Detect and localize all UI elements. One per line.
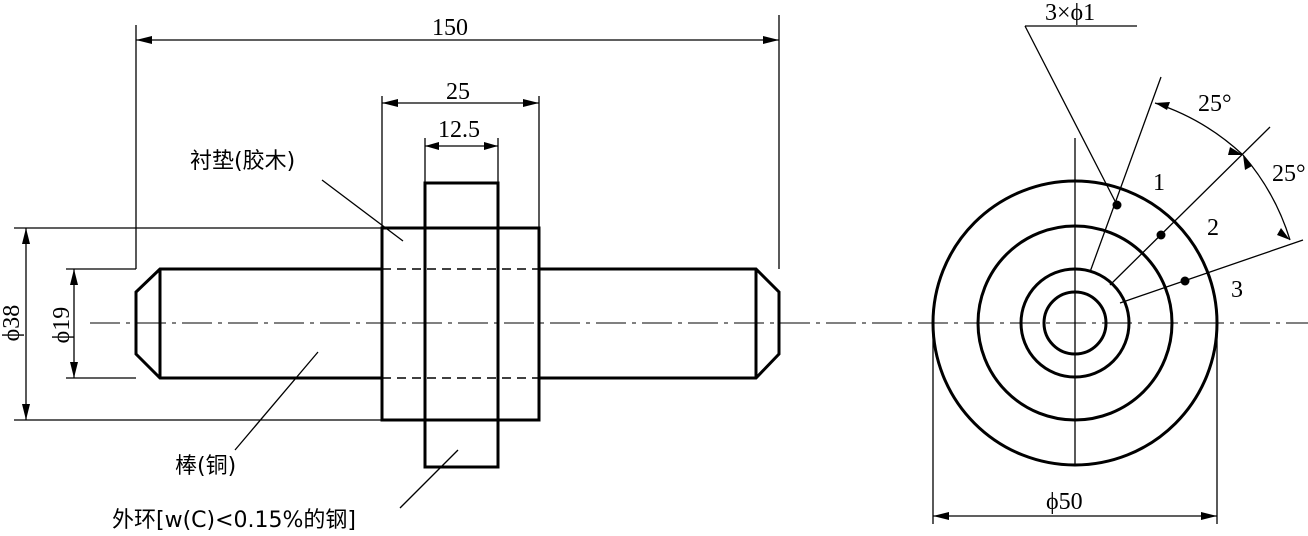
radial-line-3 (1119, 239, 1304, 304)
leader-holes (1024, 25, 1118, 206)
dim-pad-dia-label: ϕ38 (0, 304, 25, 342)
pad-label: 衬垫(胶木) (190, 149, 296, 174)
leader-rod (234, 351, 319, 451)
angle-1-label: 25° (1198, 91, 1232, 117)
dim-arrows-25 (382, 99, 539, 107)
radial-line-2 (1109, 126, 1271, 286)
dim-holes-label: 3×ϕ1 (1045, 0, 1096, 26)
pad-circle (976, 224, 1174, 422)
point-1-label: 1 (1153, 170, 1165, 196)
inner-hole-circle (1042, 290, 1108, 356)
point-2-label: 2 (1207, 215, 1219, 241)
radial-line-1 (1089, 76, 1162, 273)
angle-arrows-2 (1243, 155, 1290, 240)
rod-circle (1019, 267, 1131, 379)
dim-length-label: 150 (432, 15, 468, 41)
leader-pad (321, 179, 404, 242)
dim-ring-width-label: 12.5 (438, 117, 480, 143)
outer-ring-outline (423, 181, 500, 469)
leader-outer-ring (399, 449, 459, 509)
angle-arrows-1 (1155, 102, 1243, 155)
point-2-dot (1156, 230, 1166, 240)
pad-outline (380, 226, 541, 422)
angle-2-label: 25° (1272, 161, 1306, 187)
rod-label: 棒(铜) (175, 454, 237, 479)
dim-outer-dia-label: ϕ50 (1046, 489, 1083, 515)
dim-rod-dia-label: ϕ19 (49, 306, 75, 344)
angle-arc-2 (1242, 154, 1291, 241)
point-3-label: 3 (1231, 277, 1243, 303)
dim-pad-width-label: 25 (446, 79, 470, 105)
point-3-dot (1180, 276, 1190, 286)
outer-ring-label: 外环[w(C)<0.15%的钢] (112, 508, 357, 533)
